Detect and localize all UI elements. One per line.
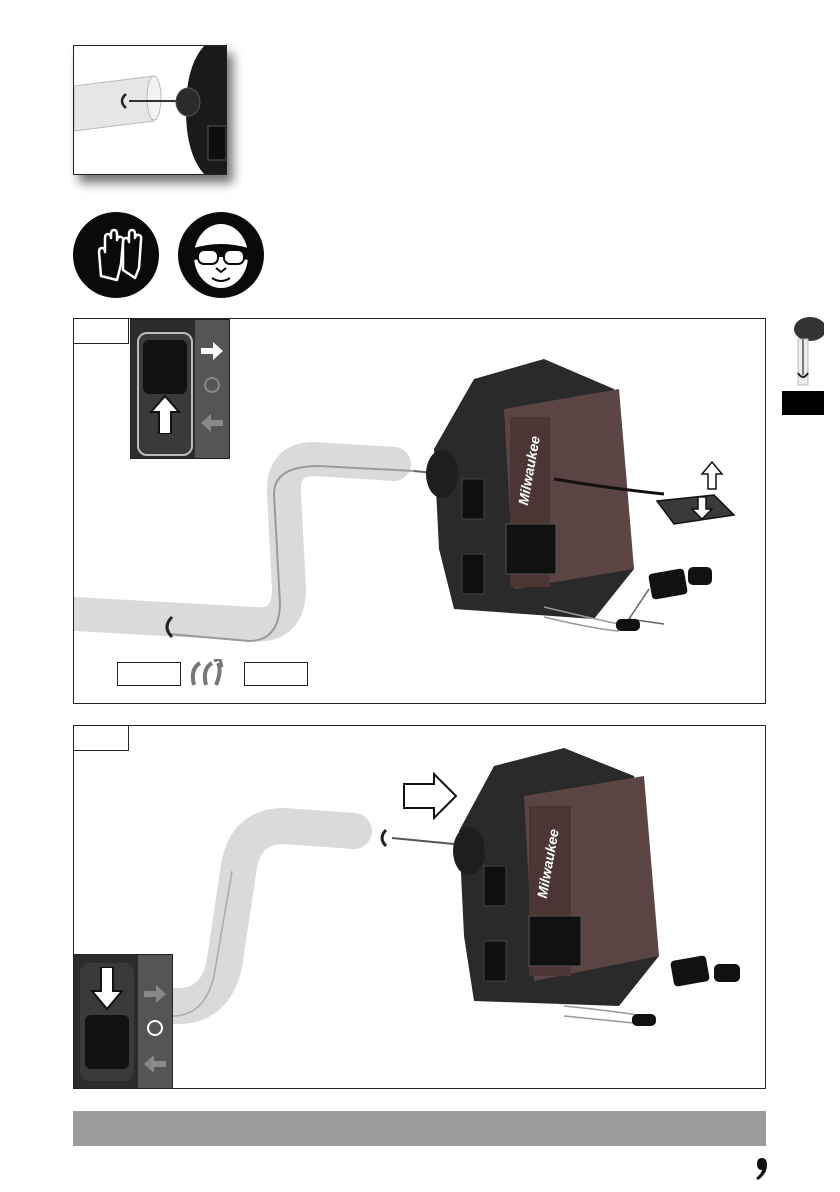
direction-switch-inset (74, 954, 173, 1089)
step-number-tag (74, 319, 129, 344)
side-tab (782, 317, 824, 415)
circle-off-icon (203, 376, 221, 394)
switch-legend (138, 955, 172, 1089)
switch-legend (195, 320, 229, 458)
section-bar (73, 1111, 766, 1146)
label-box-left (117, 662, 181, 686)
arrow-right-icon (144, 985, 166, 1003)
arrow-left-icon (144, 1055, 166, 1073)
arrow-left-icon (201, 414, 223, 432)
circle-off-icon (146, 1019, 164, 1037)
step-number-tag (74, 726, 129, 751)
label-box-right (244, 662, 308, 686)
push-arrow-icon (404, 774, 456, 818)
page-mark-icon (754, 1158, 768, 1180)
direction-switch-inset (130, 319, 230, 459)
safety-goggles-icon (178, 212, 264, 298)
step2-figure-panel: Milwaukee (73, 725, 766, 1089)
cable-tool-tab-icon (782, 317, 824, 415)
step1-figure-panel: Milwaukee (73, 318, 766, 704)
tool-inlet-with-cable-icon (74, 46, 226, 174)
push-down-arrow-icon (90, 967, 124, 1011)
arrow-right-icon (201, 342, 223, 360)
thumbnail-figure (73, 45, 227, 175)
switch-slot (137, 332, 193, 456)
switch-knob (85, 1015, 129, 1069)
gloves-icon (73, 212, 159, 298)
step2-illustration: Milwaukee (74, 726, 765, 1088)
rotation-arrows-icon (188, 659, 228, 689)
switch-knob (143, 340, 187, 394)
push-up-arrow-icon (149, 394, 181, 434)
switch-slot (80, 963, 134, 1081)
